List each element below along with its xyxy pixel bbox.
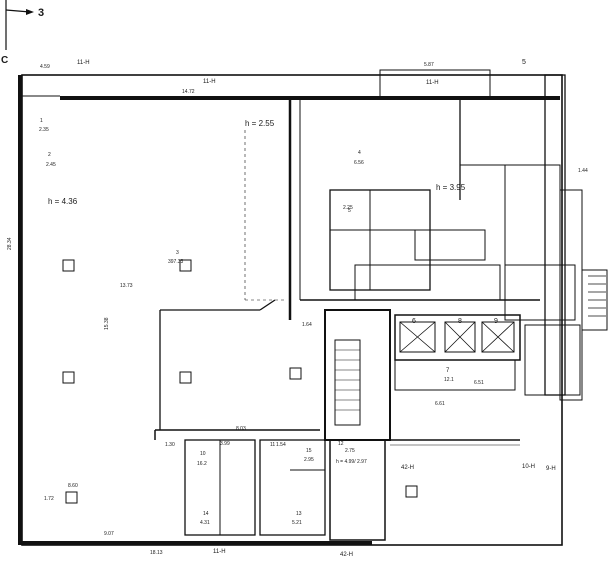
axis-top-2: 11-H (203, 79, 216, 85)
axis-right-2: 10-H (522, 464, 535, 470)
axis-top-1: 11-H (77, 60, 90, 66)
stair-block (324, 309, 521, 446)
room-area: 2.75 (345, 448, 355, 454)
room-9: 9 (494, 318, 498, 325)
room-number: 15 (306, 448, 312, 454)
room-number: 1 (40, 118, 43, 124)
room-number: 2 (48, 152, 51, 158)
dim-inner-height: 15.38 (104, 317, 110, 330)
compass-east-label: 3 (38, 7, 44, 19)
room-number: 12 (338, 441, 344, 447)
room-number: 7 (446, 368, 450, 374)
room-15: 15 2.95 (304, 448, 314, 463)
room-area: 2.95 (304, 457, 314, 463)
fig-6: 1.64 (302, 322, 312, 328)
room-7: 7 12.1 (444, 368, 454, 383)
dim-top-left-width: 4.59 (40, 64, 50, 70)
axis-bottom-1: 11-H (213, 549, 226, 555)
fig-3: 8.03 (236, 426, 246, 432)
room-number: 4 (358, 150, 361, 156)
room-area: 1.54 (276, 442, 286, 448)
height-stair: h = 4.99/ 2.97 (336, 459, 367, 465)
axis-right-3: 9-H (546, 466, 556, 472)
room-area: 5.21 (292, 520, 302, 526)
room-area: 16.2 (197, 461, 207, 467)
fig-2: 1.72 (44, 496, 54, 502)
room-area: 2.25 (343, 205, 353, 211)
height-mid-hall: h = 2.55 (245, 119, 275, 128)
dim-inner-width: 13.73 (120, 283, 133, 289)
height-large-hall: h = 4.36 (48, 197, 78, 206)
room-10: 10 16.2 (197, 451, 207, 467)
columns (62, 259, 418, 504)
room-area: 12.1 (444, 377, 454, 383)
room-number: 3 (176, 250, 179, 256)
room-number: 14 (203, 511, 209, 517)
axis-right-1: 42-H (401, 465, 414, 471)
room-number: 10 (200, 451, 206, 457)
room-number: 11 (270, 442, 275, 448)
height-right-wing: h = 3.95 (436, 183, 466, 192)
room-11: 11 1.54 (270, 442, 286, 448)
room-number: 5 (348, 208, 351, 214)
room-14: 14 4.31 (200, 511, 210, 526)
room-4: 4 6.56 (354, 150, 364, 166)
room-area: 2.35 (39, 127, 49, 133)
dim-top-right-width: 5.87 (424, 62, 434, 68)
fig-5: 3.99 (220, 441, 230, 447)
dim-top-span: 14.72 (182, 89, 195, 95)
fig-4: 1.30 (165, 442, 175, 448)
room-area: 397.33 (168, 259, 184, 265)
dim-corridor: 6.61 (435, 401, 445, 407)
room-area: 4.31 (200, 520, 210, 526)
dim-left-height: 28.34 (7, 237, 13, 250)
room-area: 6.56 (354, 160, 364, 166)
outer-walls (18, 69, 608, 546)
dim-right-side: 1.44 (578, 168, 588, 174)
room-6: 6 (412, 318, 416, 325)
room-8: 8 (458, 318, 462, 325)
interior-walls (154, 100, 581, 541)
axis-top-3: 11-H (426, 80, 439, 86)
axis-top-right: 5 (522, 59, 526, 66)
dim-stair-width: 6.51 (474, 380, 484, 386)
dim-bottom-left: 9.07 (104, 531, 114, 537)
room-12: 12 2.75 (338, 441, 355, 454)
room-number: 9 (494, 318, 498, 325)
room-number: 13 (296, 511, 302, 517)
compass-south-label: C (1, 55, 8, 66)
axis-bottom-2: 42-H (340, 552, 353, 558)
fig-1: 8.60 (68, 483, 78, 489)
room-1: 1 2.35 (39, 118, 49, 133)
room-2: 2 2.45 (46, 152, 56, 168)
room-5: 5 2.25 (343, 205, 353, 214)
room-3: 3 397.33 (168, 250, 184, 265)
room-number: 8 (458, 318, 462, 325)
compass: 3 C (1, 0, 44, 66)
room-number: 6 (412, 318, 416, 325)
room-area: 2.45 (46, 162, 56, 168)
room-13: 13 5.21 (292, 511, 302, 526)
right-stair (588, 275, 606, 317)
dim-bottom-span: 18.13 (150, 550, 163, 556)
